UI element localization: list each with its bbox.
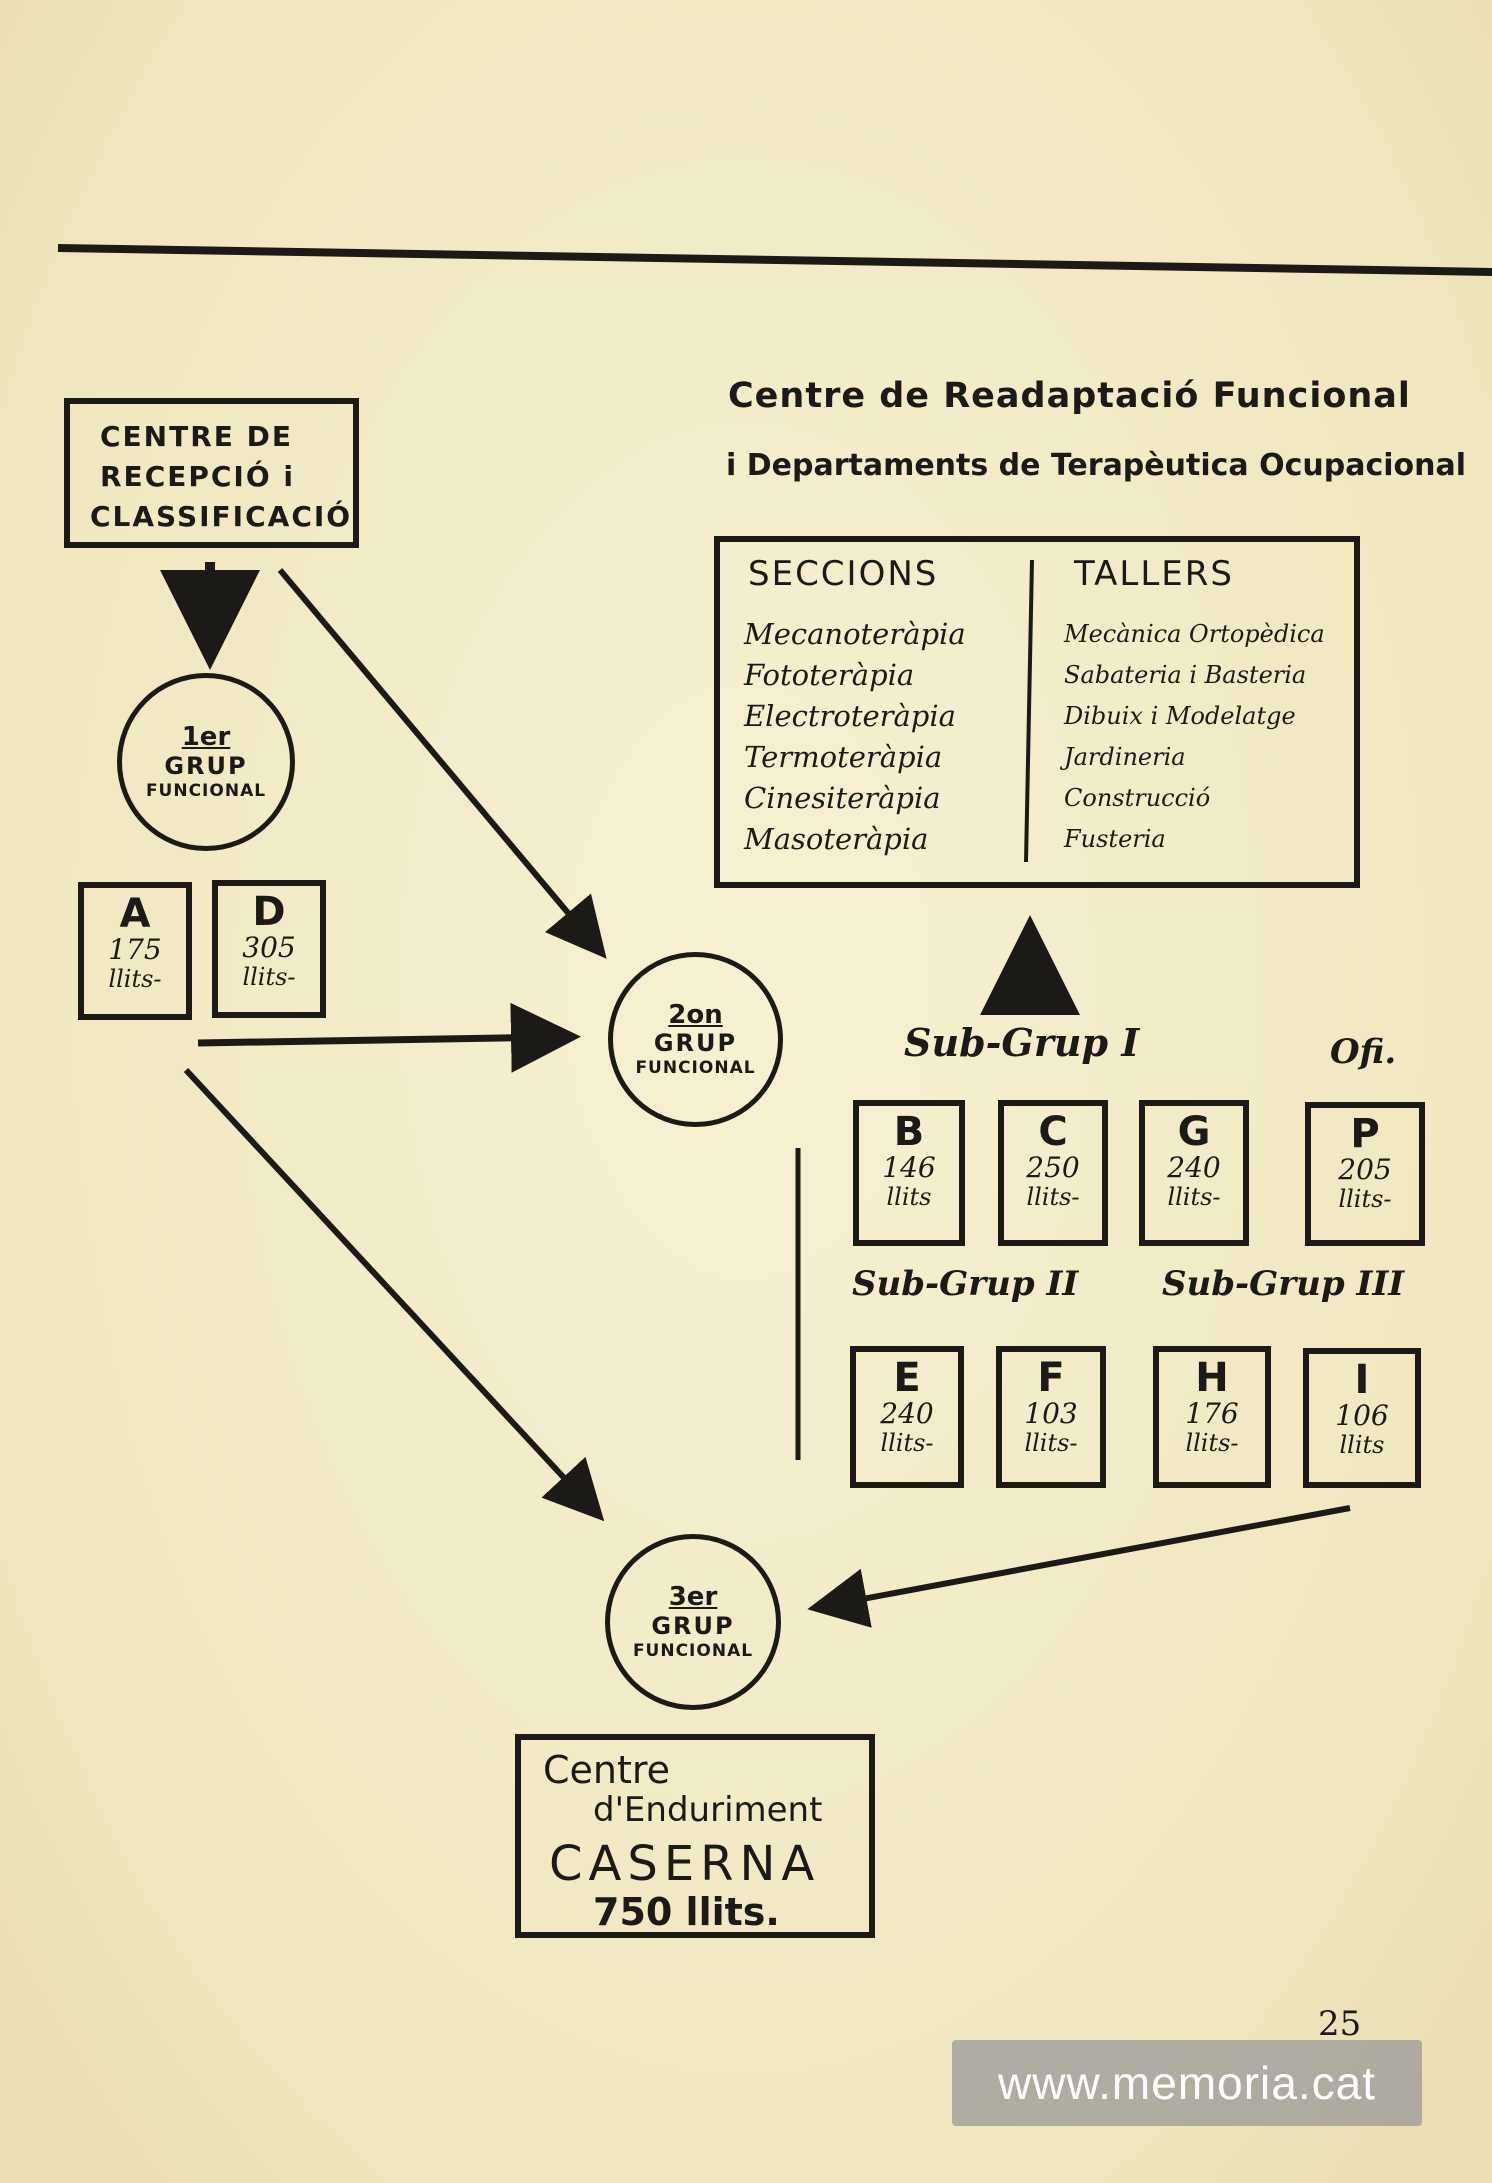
unit-label: llits- <box>1167 1183 1221 1212</box>
tallers-list: Mecànica Ortopèdica Sabateria i Basteria… <box>1064 614 1325 860</box>
unit-letter: P <box>1350 1111 1380 1157</box>
unit-label: llits- <box>880 1429 934 1458</box>
unit-label: llits- <box>242 963 296 992</box>
reception-line-3: CLASSIFICACIÓ <box>90 500 353 533</box>
seccio-item: Masoteràpia <box>744 822 929 856</box>
unit-beds: 250 <box>1026 1151 1080 1184</box>
unit-letter: G <box>1177 1109 1211 1155</box>
group2-circle: 2on GRUP FUNCIONAL <box>608 952 783 1127</box>
offices-label: Ofi. <box>1330 1032 1397 1072</box>
unit-label: llits <box>1339 1431 1385 1460</box>
top-rule <box>57 244 1492 276</box>
taller-item: Fusteria <box>1064 825 1166 853</box>
seccio-item: Electroteràpia <box>744 699 956 733</box>
unit-beds: 240 <box>880 1397 934 1430</box>
unit-g-box: G 240 llits- <box>1139 1100 1249 1246</box>
unit-h-box: H 176 llits- <box>1153 1346 1271 1488</box>
seccio-item: Termoteràpia <box>744 740 943 774</box>
unit-label: llits- <box>1026 1183 1080 1212</box>
unit-letter: E <box>893 1355 921 1401</box>
unit-letter: A <box>119 891 151 937</box>
caserna-line-2: d'Enduriment <box>593 1790 823 1830</box>
group1-ordinal: 1er <box>181 722 231 753</box>
group3-word2: FUNCIONAL <box>632 1640 754 1661</box>
tallers-header: TALLERS <box>1074 554 1234 594</box>
unit-beds: 106 <box>1335 1399 1389 1432</box>
arrow-reception-to-group2 <box>277 568 607 959</box>
rehab-box: SECCIONS TALLERS Mecanoteràpia Fototeràp… <box>714 536 1360 888</box>
taller-item: Mecànica Ortopèdica <box>1064 620 1325 648</box>
unit-label: llits- <box>1024 1429 1078 1458</box>
unit-d-box: D 305 llits- <box>212 880 326 1018</box>
unit-c-box: C 250 llits- <box>998 1100 1108 1246</box>
unit-beds: 305 <box>242 931 296 964</box>
seccions-list: Mecanoteràpia Fototeràpia Electroteràpia… <box>744 614 966 860</box>
unit-beds: 205 <box>1338 1153 1392 1186</box>
watermark: www.memoria.cat <box>952 2040 1422 2126</box>
group1-circle: 1er GRUP FUNCIONAL <box>117 673 295 851</box>
taller-item: Sabateria i Basteria <box>1064 661 1307 689</box>
unit-letter: F <box>1037 1355 1065 1401</box>
group2-word1: GRUP <box>653 1029 738 1058</box>
unit-b-box: B 146 llits <box>853 1100 965 1246</box>
seccio-item: Fototeràpia <box>744 658 915 692</box>
unit-beds: 240 <box>1167 1151 1221 1184</box>
unit-beds: 175 <box>108 933 162 966</box>
seccions-header: SECCIONS <box>748 554 939 594</box>
unit-label: llits <box>886 1183 932 1212</box>
page-number: 25 <box>1318 2004 1362 2044</box>
unit-p-box: P 205 llits- <box>1305 1102 1425 1246</box>
group1-word2: FUNCIONAL <box>145 780 267 801</box>
unit-letter: B <box>893 1109 925 1155</box>
unit-letter: H <box>1195 1355 1229 1401</box>
subgroup-2-label: Sub-Grup II <box>852 1264 1079 1304</box>
unit-a-box: A 175 llits- <box>78 882 192 1020</box>
unit-label: llits- <box>108 965 162 994</box>
taller-item: Dibuix i Modelatge <box>1064 702 1296 730</box>
unit-beds: 176 <box>1185 1397 1239 1430</box>
seccio-item: Cinesiteràpia <box>744 781 941 815</box>
caserna-line-3: CASERNA <box>549 1836 821 1892</box>
group1-word1: GRUP <box>164 751 248 780</box>
taller-item: Construcció <box>1064 784 1211 812</box>
reception-box: CENTRE DE RECEPCIÓ i CLASSIFICACIÓ <box>64 398 359 548</box>
rehab-title-line-1: Centre de Readaptació Funcional <box>728 376 1411 416</box>
caserna-box: Centre d'Enduriment CASERNA 750 llits. <box>515 1734 875 1938</box>
rehab-column-divider <box>1024 559 1034 863</box>
unit-i-box: I 106 llits <box>1303 1348 1421 1488</box>
subgroup-3-label: Sub-Grup III <box>1162 1264 1405 1304</box>
group3-word1: GRUP <box>651 1611 735 1640</box>
taller-item: Jardineria <box>1064 743 1186 771</box>
subgroup-1-label: Sub-Grup I <box>904 1020 1140 1065</box>
group3-ordinal: 3er <box>668 1582 718 1613</box>
unit-beds: 103 <box>1024 1397 1078 1430</box>
caserna-line-4: 750 llits. <box>593 1890 780 1934</box>
arrow-group1-to-group3 <box>183 1067 605 1522</box>
arrow-subgroups-to-group3 <box>807 1505 1351 1628</box>
rehab-title-line-2: i Departaments de Terapèutica Ocupaciona… <box>726 448 1467 483</box>
group2-word2: FUNCIONAL <box>635 1058 756 1078</box>
group3-circle: 3er GRUP FUNCIONAL <box>605 1534 781 1710</box>
unit-beds: 146 <box>882 1151 936 1184</box>
seccio-item: Mecanoteràpia <box>744 617 966 651</box>
unit-letter: C <box>1038 1109 1068 1155</box>
unit-letter: I <box>1354 1357 1370 1403</box>
caserna-line-1: Centre <box>543 1748 671 1792</box>
unit-letter: D <box>252 889 286 935</box>
unit-f-box: F 103 llits- <box>996 1346 1106 1488</box>
reception-line-1: CENTRE DE <box>100 420 294 453</box>
unit-label: llits- <box>1185 1429 1239 1458</box>
group2-ordinal: 2on <box>668 999 723 1030</box>
reception-line-2: RECEPCIÓ i <box>100 460 295 493</box>
arrow-group1-to-group2 <box>197 1002 581 1073</box>
unit-label: llits- <box>1338 1185 1392 1214</box>
unit-e-box: E 240 llits- <box>850 1346 964 1488</box>
